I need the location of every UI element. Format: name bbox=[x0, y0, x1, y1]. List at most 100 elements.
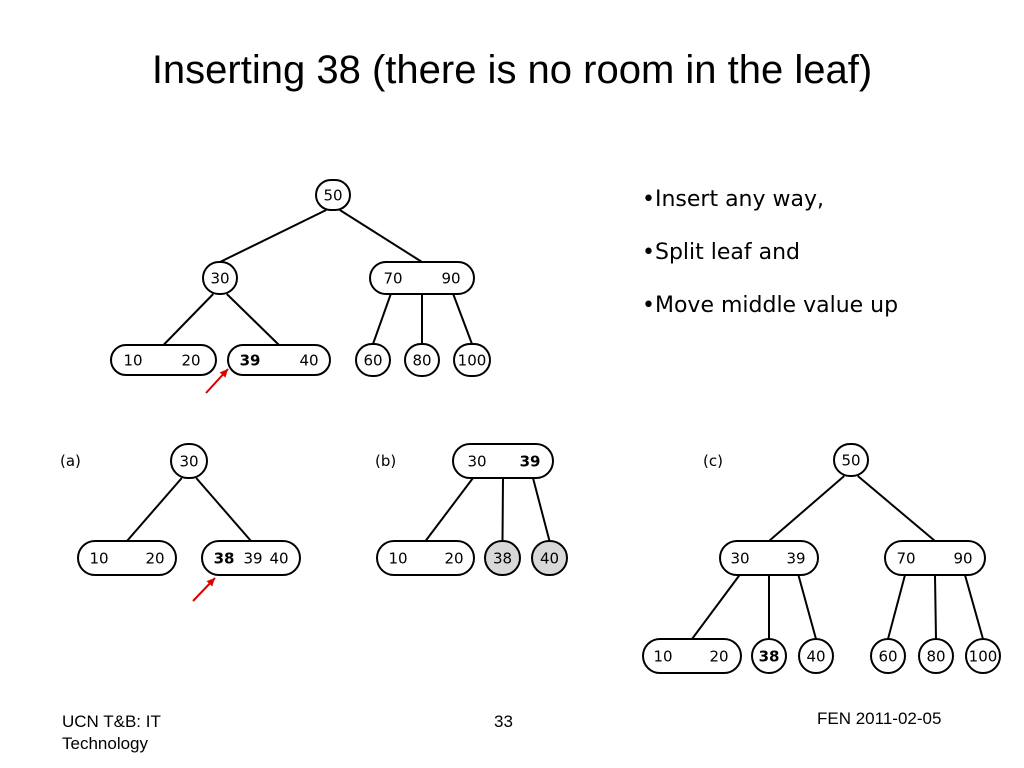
tree-node: 30 39 bbox=[719, 540, 819, 576]
tree-node: 10 20 bbox=[376, 540, 475, 576]
subfigure-label: (a) bbox=[60, 452, 81, 470]
tree-edge bbox=[501, 477, 504, 542]
tree-node: 50 bbox=[315, 179, 351, 211]
node-key: 20 bbox=[145, 549, 164, 567]
node-outline bbox=[315, 179, 351, 211]
tree-node: 80 bbox=[404, 343, 440, 377]
node-outline bbox=[965, 638, 1001, 674]
node-outline bbox=[531, 540, 568, 576]
bullet-item: Split leaf and bbox=[642, 231, 898, 284]
node-key: 50 bbox=[323, 186, 342, 204]
tree-edge bbox=[226, 293, 280, 346]
node-outline bbox=[751, 638, 787, 674]
node-key: 90 bbox=[441, 269, 460, 287]
tree-node: 40 bbox=[531, 540, 568, 576]
node-key: 60 bbox=[363, 351, 382, 369]
node-key: 39 bbox=[520, 452, 541, 470]
node-outline bbox=[453, 343, 491, 377]
tree-node: 70 90 bbox=[369, 261, 475, 295]
node-outline bbox=[404, 343, 440, 377]
tree-node: 30 bbox=[170, 443, 208, 479]
node-key: 80 bbox=[926, 647, 945, 665]
node-outline bbox=[719, 540, 819, 576]
slide-title: Inserting 38 (there is no room in the le… bbox=[151, 48, 873, 92]
node-outline bbox=[201, 540, 301, 576]
node-key: 70 bbox=[383, 269, 402, 287]
node-outline bbox=[227, 344, 331, 376]
tree-edge bbox=[162, 293, 214, 346]
node-key: 30 bbox=[210, 269, 229, 287]
node-key: 39 bbox=[240, 351, 261, 369]
tree-edge bbox=[126, 477, 183, 542]
node-key: 40 bbox=[299, 351, 318, 369]
node-outline bbox=[170, 443, 208, 479]
tree-edge bbox=[424, 477, 474, 542]
tree-edge bbox=[857, 475, 936, 542]
tree-node: 10 20 bbox=[642, 638, 742, 674]
node-key: 40 bbox=[269, 549, 288, 567]
node-key: 100 bbox=[458, 351, 487, 369]
insert-arrow-icon bbox=[205, 368, 229, 394]
node-key: 30 bbox=[467, 452, 486, 470]
footer-right: FEN 2011-02-05 bbox=[817, 709, 942, 728]
node-key: 10 bbox=[89, 549, 108, 567]
arrow-head bbox=[206, 578, 215, 587]
node-outline bbox=[833, 443, 869, 477]
tree-node: 40 bbox=[798, 638, 834, 674]
tree-node: 100 bbox=[965, 638, 1001, 674]
node-outline bbox=[77, 540, 177, 576]
node-outline bbox=[110, 344, 217, 376]
footer-left: UCN T&B: IT Technology bbox=[62, 712, 161, 753]
node-key: 38 bbox=[493, 549, 512, 567]
node-key: 38 bbox=[759, 647, 780, 665]
tree-node: 30 39 bbox=[452, 443, 554, 479]
node-outline bbox=[452, 443, 554, 479]
node-key: 39 bbox=[786, 549, 805, 567]
tree-node: 38 bbox=[751, 638, 787, 674]
tree-edge bbox=[797, 574, 817, 640]
tree-edge bbox=[768, 475, 845, 542]
tree-edge bbox=[372, 293, 392, 345]
node-key: 10 bbox=[653, 647, 672, 665]
node-key: 50 bbox=[841, 451, 860, 469]
node-key: 39 bbox=[243, 549, 262, 567]
node-key: 60 bbox=[878, 647, 897, 665]
node-key: 70 bbox=[896, 549, 915, 567]
bullet-item: Insert any way, bbox=[642, 178, 898, 231]
node-key: 100 bbox=[969, 647, 998, 665]
arrow-head bbox=[219, 369, 228, 378]
node-key: 10 bbox=[388, 549, 407, 567]
tree-edge bbox=[887, 574, 906, 640]
tree-node: 60 bbox=[355, 343, 391, 377]
tree-node: 100 bbox=[453, 343, 491, 377]
node-key: 40 bbox=[540, 549, 559, 567]
node-key: 30 bbox=[730, 549, 749, 567]
tree-edge bbox=[532, 477, 551, 542]
tree-edge bbox=[195, 477, 252, 542]
tree-node: 10 20 bbox=[77, 540, 177, 576]
tree-node: 50 bbox=[833, 443, 869, 477]
tree-edge bbox=[339, 209, 423, 263]
tree-node: 38 bbox=[484, 540, 521, 576]
node-outline bbox=[369, 261, 475, 295]
node-outline bbox=[870, 638, 906, 674]
insert-arrow-icon bbox=[192, 577, 216, 602]
node-key: 20 bbox=[444, 549, 463, 567]
node-key: 20 bbox=[709, 647, 728, 665]
node-key: 30 bbox=[179, 452, 198, 470]
node-outline bbox=[484, 540, 521, 576]
tree-node: 39 40 bbox=[227, 344, 331, 376]
bullet-list: Insert any way, Split leaf and Move midd… bbox=[642, 178, 898, 337]
page-number: 33 bbox=[494, 712, 513, 731]
tree-node: 30 bbox=[202, 261, 238, 295]
tree-edge bbox=[219, 209, 327, 263]
node-key: 90 bbox=[953, 549, 972, 567]
tree-edge bbox=[452, 293, 473, 345]
